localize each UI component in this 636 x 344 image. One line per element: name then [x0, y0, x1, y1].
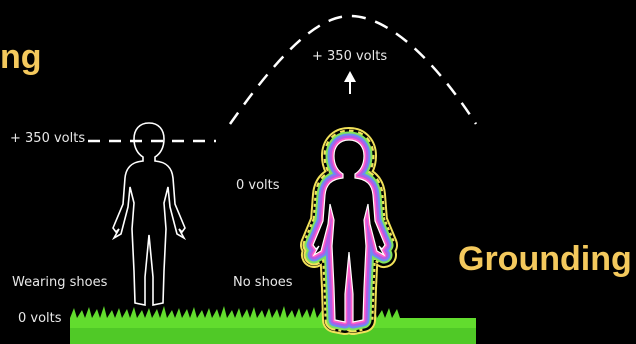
label-bottom-voltage: 0 volts: [18, 311, 62, 326]
label-left-voltage: + 350 volts: [10, 131, 85, 146]
human-silhouette-glowing-icon: [313, 140, 385, 322]
label-no-shoes: No shoes: [233, 275, 293, 290]
label-top-voltage: + 350 volts: [312, 49, 387, 64]
label-mid-voltage: 0 volts: [236, 178, 280, 193]
title-grounding: Grounding: [458, 240, 632, 279]
human-silhouette-outline-icon: [113, 123, 185, 305]
title-left-fragment: ng: [0, 38, 42, 77]
grass: [70, 306, 476, 344]
label-wearing-shoes: Wearing shoes: [12, 275, 107, 290]
voltage-arc-dashed: [230, 16, 476, 124]
arrow-up-icon: [344, 71, 356, 94]
